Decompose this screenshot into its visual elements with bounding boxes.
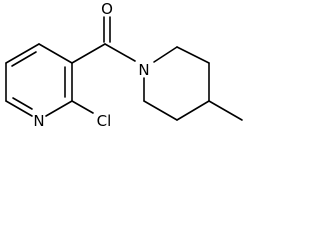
carbonyl-oxygen-label: O [101,0,113,18]
bond-c2-cl [71,100,94,114]
bond-c4p-methyl [208,100,243,121]
bond-c4-c5-inner [11,51,37,67]
chemical-structure: O N Cl N [5,0,243,130]
bond-c4p-c5p [176,100,210,121]
bond-c3-c4 [38,43,73,64]
bond-carbonyl-n [104,43,136,62]
chlorine-label: Cl [97,112,112,130]
bond-c4-c5 [5,43,40,64]
bond-n1-c2 [45,100,73,117]
piperidine-nitrogen-label: N [138,61,149,79]
pyridine-nitrogen-label: N [33,112,44,130]
pyridine-ring [5,43,73,117]
bond-c3-carbonyl [71,43,106,64]
piperidine-ring [143,46,210,121]
bond-n-c2p [153,46,178,63]
bond-c6-n1 [5,100,33,117]
bond-c2p-c3p [176,46,210,64]
bond-c5p-c6p [143,100,178,121]
bond-c6-n1-inner [12,97,33,110]
